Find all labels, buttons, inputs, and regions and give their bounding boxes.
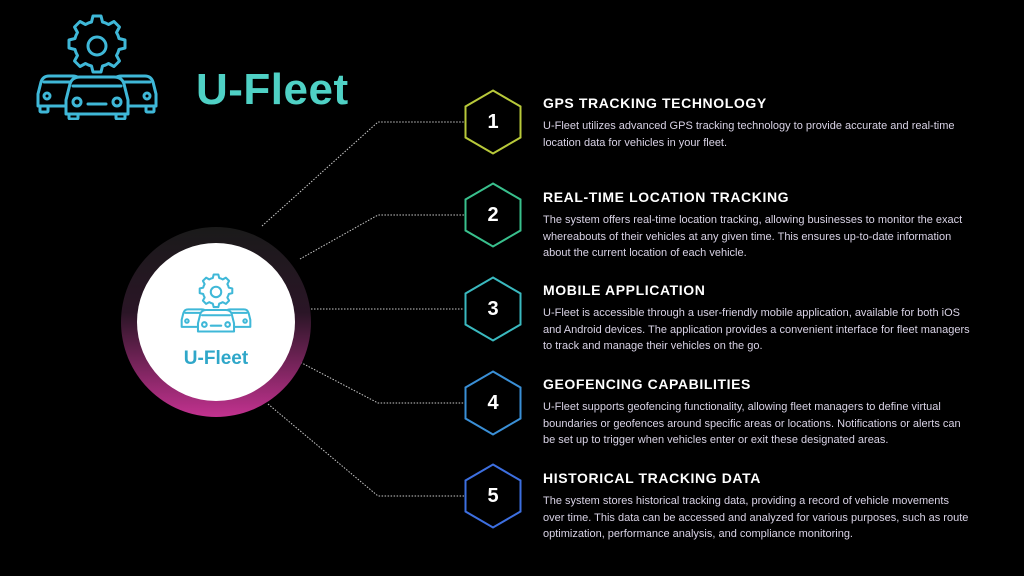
- hexagon-shape: [464, 89, 522, 155]
- feature-description: The system offers real-time location tra…: [543, 214, 963, 259]
- feature-title: GEOFENCING CAPABILITIES: [543, 376, 751, 392]
- hub-circle: U-Fleet: [137, 243, 295, 401]
- hex-badge-1: 1: [464, 89, 522, 155]
- feature-item-historical-data: HISTORICAL TRACKING DATA The system stor…: [543, 470, 973, 543]
- hex-badge-3: 3: [464, 276, 522, 342]
- hexagon-shape: [464, 463, 522, 529]
- feature-item-real-time-location: REAL-TIME LOCATION TRACKING The system o…: [543, 189, 973, 262]
- feature-item-mobile-application: MOBILE APPLICATION U-Fleet is accessible…: [543, 282, 973, 355]
- hexagon-shape: [464, 370, 522, 436]
- connector-line-4: [297, 360, 464, 404]
- feature-title: HISTORICAL TRACKING DATA: [543, 470, 761, 486]
- feature-description: U-Fleet is accessible through a user-fri…: [543, 307, 970, 352]
- feature-description: U-Fleet utilizes advanced GPS tracking t…: [543, 120, 955, 149]
- hex-badge-2: 2: [464, 182, 522, 248]
- feature-item-gps-tracking: GPS TRACKING TECHNOLOGY U-Fleet utilizes…: [543, 95, 973, 151]
- hex-badge-5: 5: [464, 463, 522, 529]
- hub-ring: U-Fleet: [121, 227, 311, 417]
- hex-number: 1: [487, 110, 499, 133]
- hex-number: 3: [487, 297, 499, 320]
- feature-description: U-Fleet supports geofencing functionalit…: [543, 401, 961, 446]
- connector-line-5: [267, 403, 464, 497]
- connector-line-1: [261, 121, 464, 227]
- hex-number: 2: [487, 203, 499, 226]
- connector-line-2: [299, 214, 464, 260]
- gear-cars-icon: [180, 273, 252, 333]
- hexagon-shape: [464, 182, 522, 248]
- hex-badge-4: 4: [464, 370, 522, 436]
- feature-title: MOBILE APPLICATION: [543, 282, 706, 298]
- feature-description: The system stores historical tracking da…: [543, 495, 969, 540]
- feature-title: REAL-TIME LOCATION TRACKING: [543, 189, 790, 205]
- brand-header: U-Fleet: [32, 10, 352, 125]
- feature-title: GPS TRACKING TECHNOLOGY: [543, 95, 767, 111]
- hexagon-shape: [464, 276, 522, 342]
- gear-cars-icon: [36, 14, 158, 120]
- hex-number: 5: [487, 484, 499, 507]
- hub-label: U-Fleet: [183, 348, 249, 369]
- brand-title: U-Fleet: [196, 65, 349, 114]
- feature-item-geofencing: GEOFENCING CAPABILITIES U-Fleet supports…: [543, 376, 973, 449]
- hex-number: 4: [487, 391, 499, 414]
